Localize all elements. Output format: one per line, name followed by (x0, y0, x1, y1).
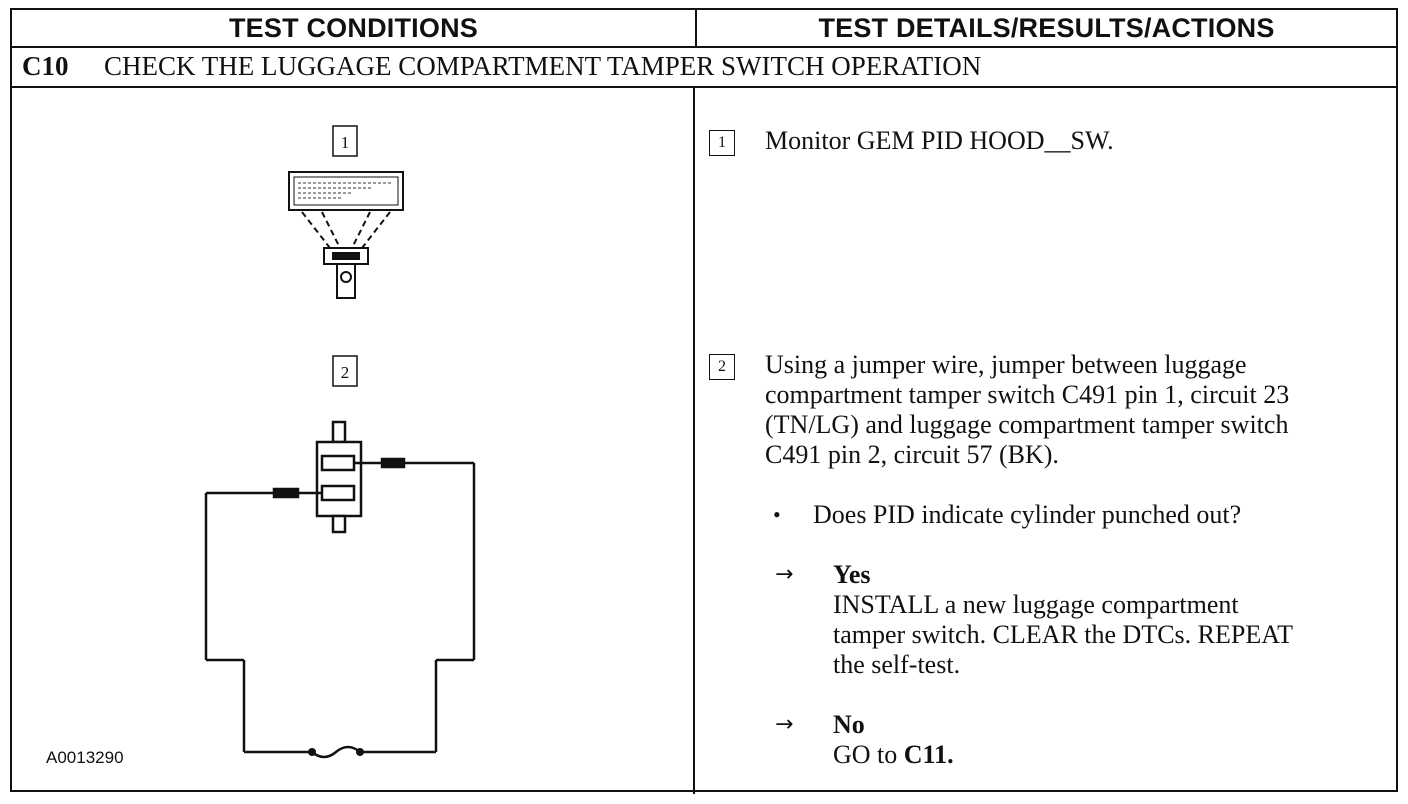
test-title-row: C10 CHECK THE LUGGAGE COMPARTMENT TAMPER… (12, 46, 1396, 88)
step2-instruction-line: compartment tamper switch C491 pin 1, ci… (765, 380, 1290, 409)
result-yes-label: Yes (833, 560, 871, 589)
test-code: C10 (22, 51, 69, 81)
column-divider (693, 86, 695, 794)
header-test-details: TEST DETAILS/RESULTS/ACTIONS (818, 13, 1275, 43)
illustration-drawing: 1 (204, 125, 476, 759)
test-procedure-table: TEST CONDITIONS TEST DETAILS/RESULTS/ACT… (10, 8, 1398, 794)
result-no-action-target: C11 (903, 740, 948, 769)
fuse-icon (308, 745, 364, 759)
switch-jumper-circuit-icon (204, 420, 476, 754)
step2-marker-box (332, 355, 358, 387)
result-no-action-prefix: GO to (833, 740, 904, 769)
step2-instruction-line: C491 pin 2, circuit 57 (BK). (765, 440, 1059, 469)
step2-question: Does PID indicate cylinder punched out? (813, 500, 1242, 529)
scan-tool-icon (288, 171, 404, 299)
result-yes-action-line: INSTALL a new luggage compartment (833, 590, 1239, 619)
result-no-action-suffix: . (947, 740, 954, 769)
details-panel: 1 Monitor GEM PID HOOD__SW. 2 Using a ju… (695, 86, 1398, 792)
step2-marker-label: 2 (341, 363, 350, 382)
step1-marker-box (332, 125, 358, 157)
test-title: CHECK THE LUGGAGE COMPARTMENT TAMPER SWI… (104, 51, 982, 81)
step1-marker-label: 1 (341, 133, 350, 152)
result-yes-action-line: tamper switch. CLEAR the DTCs. REPEAT (833, 620, 1294, 649)
result-yes-action-line: the self-test. (833, 650, 961, 679)
arrow-right-icon: → (775, 712, 794, 737)
illustration-panel: 1 (12, 86, 693, 792)
result-no-action: GO to C11. (833, 740, 954, 770)
arrow-right-icon: → (775, 562, 794, 587)
step2-instruction-line: (TN/LG) and luggage compartment tamper s… (765, 410, 1289, 439)
header-test-conditions: TEST CONDITIONS (12, 10, 697, 46)
step2-instruction-line: Using a jumper wire, jumper between lugg… (765, 350, 1247, 379)
step1-number-box: 1 (709, 130, 735, 156)
result-no-label: No (833, 710, 865, 739)
step1-instruction: Monitor GEM PID HOOD__SW. (765, 126, 1114, 155)
figure-id: A0013290 (46, 748, 124, 767)
step2-number-box: 2 (709, 354, 735, 380)
bullet-icon: • (773, 502, 781, 527)
